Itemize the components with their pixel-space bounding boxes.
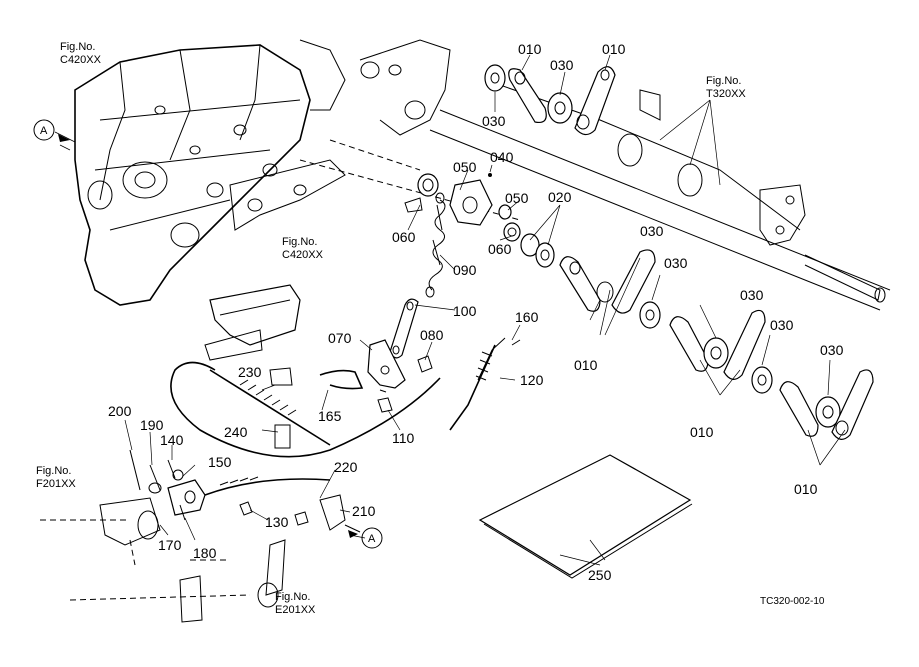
- leader-lines: [59, 54, 846, 561]
- label-040: 040: [490, 149, 514, 165]
- ref-c420-mid-line2: C420XX: [282, 249, 324, 261]
- label-120: 120: [520, 372, 544, 388]
- ref-e201-line2: E201XX: [275, 604, 316, 616]
- label-070: 070: [328, 330, 352, 346]
- label-210: 210: [352, 503, 376, 519]
- label-050-b: 050: [505, 190, 529, 206]
- label-170: 170: [158, 537, 182, 553]
- ref-c420-top-line1: Fig.No.: [60, 41, 95, 53]
- drawing-code: TC320-002-10: [760, 596, 825, 607]
- label-090: 090: [453, 262, 477, 278]
- label-030-f: 030: [770, 317, 794, 333]
- label-010-c: 010: [574, 357, 598, 373]
- ref-t320-line1: Fig.No.: [706, 75, 741, 87]
- ref-e201-line1: Fig.No.: [275, 591, 310, 603]
- spring-090: [425, 192, 446, 298]
- marker-a-bottom: [348, 527, 383, 549]
- collar-assembly: [404, 173, 521, 242]
- manual-sheet-250: [478, 454, 693, 579]
- label-030-e: 030: [740, 287, 764, 303]
- label-030-c: 030: [640, 223, 664, 239]
- label-200: 200: [108, 403, 132, 419]
- marker-a-left: [33, 119, 76, 143]
- label-010-d: 010: [690, 424, 714, 440]
- bracket-230: [204, 284, 364, 390]
- label-130: 130: [265, 514, 289, 530]
- label-165: 165: [318, 408, 342, 424]
- label-110: 110: [392, 430, 415, 446]
- cable-120: [170, 337, 521, 458]
- label-250: 250: [588, 567, 612, 583]
- label-220: 220: [334, 459, 358, 475]
- ref-f201-line1: Fig.No.: [36, 465, 71, 477]
- marker-a-left-label: A: [40, 125, 48, 137]
- label-060-b: 060: [488, 241, 512, 257]
- ref-f201-line2: F201XX: [36, 478, 76, 490]
- label-150: 150: [208, 454, 232, 470]
- label-230: 230: [238, 364, 262, 380]
- label-020: 020: [548, 189, 572, 205]
- label-030-g: 030: [820, 342, 844, 358]
- label-080: 080: [420, 327, 444, 343]
- transmission-housing: [74, 39, 521, 306]
- label-010-b: 010: [602, 41, 626, 57]
- label-030-b: 030: [482, 113, 506, 129]
- label-190: 190: [140, 417, 164, 433]
- label-010-e: 010: [794, 481, 818, 497]
- ref-t320-line2: T320XX: [706, 88, 746, 100]
- cable-240: [209, 369, 331, 449]
- label-030-d: 030: [664, 255, 688, 271]
- label-160: 160: [515, 309, 539, 325]
- ref-c420-top-line2: C420XX: [60, 54, 102, 66]
- label-180: 180: [193, 545, 217, 561]
- lower-washers-levers: [520, 233, 874, 440]
- marker-a-bottom-label: A: [368, 533, 376, 545]
- label-140: 140: [160, 432, 184, 448]
- label-010-a: 010: [518, 41, 542, 57]
- label-060-a: 060: [392, 229, 416, 245]
- label-030-a: 030: [550, 57, 574, 73]
- bracket-070: [367, 339, 433, 413]
- ref-c420-mid-line1: Fig.No.: [282, 236, 317, 248]
- label-240: 240: [224, 424, 248, 440]
- main-shaft: [429, 84, 891, 311]
- label-100: 100: [453, 303, 477, 319]
- label-050-a: 050: [453, 159, 477, 175]
- link-100: [389, 298, 419, 359]
- upper-washers-levers: [484, 64, 616, 136]
- lower-left-linkage: [40, 449, 361, 623]
